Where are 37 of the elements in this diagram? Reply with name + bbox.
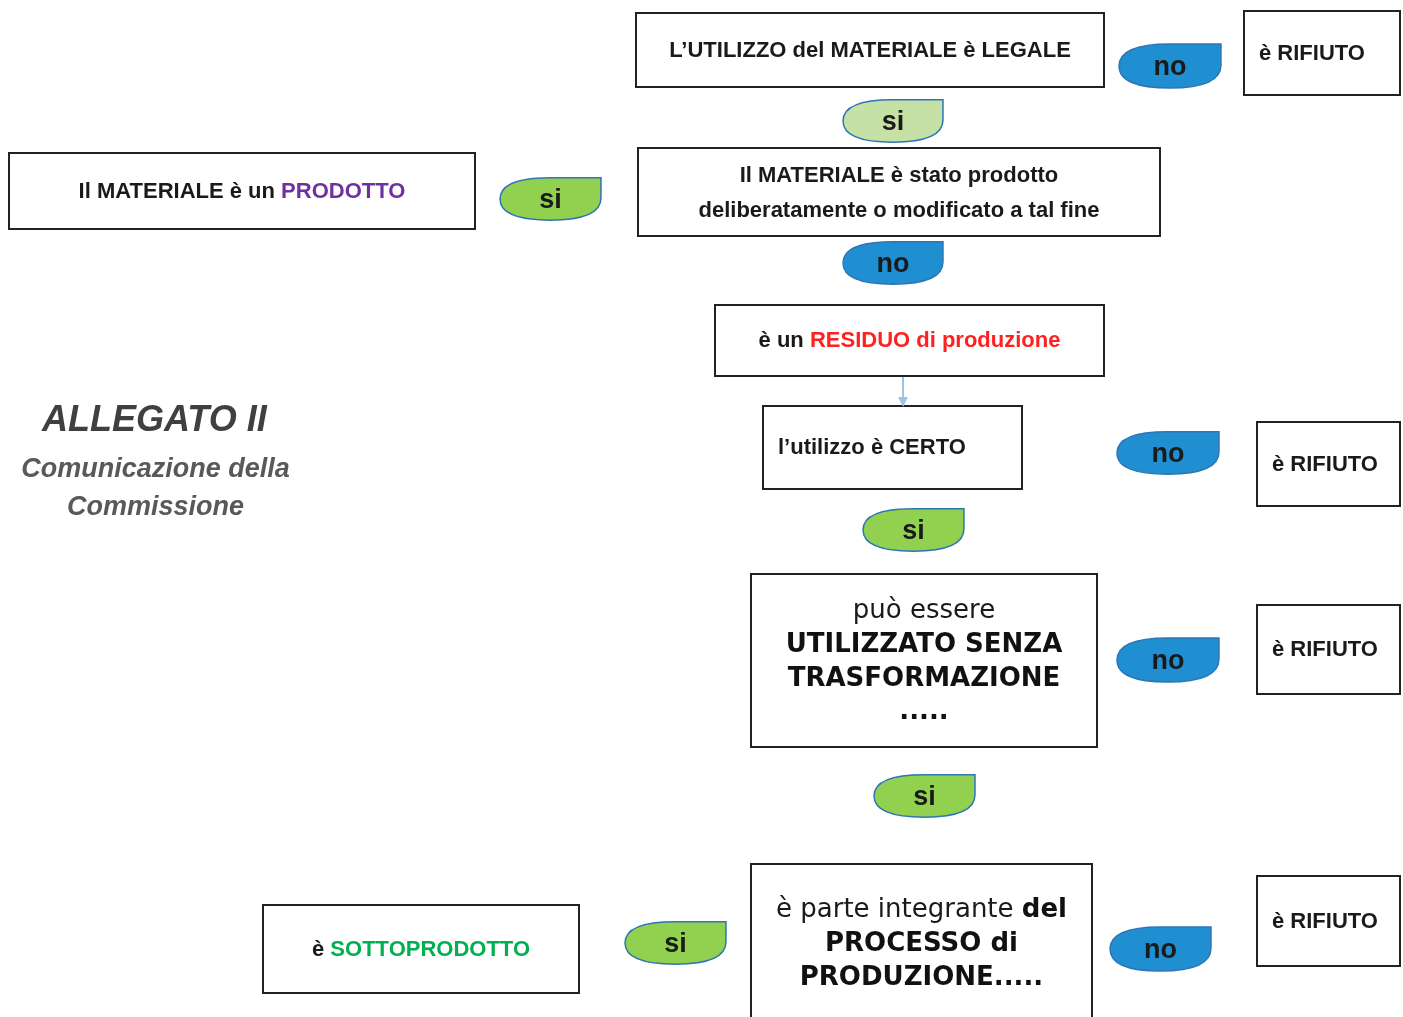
answer-leaf: si: [624, 920, 727, 966]
box-text: è parte integrante del PROCESSO di PRODUZIONE.....: [775, 892, 1068, 993]
decision-box: [1256, 421, 1401, 507]
decision-box: [714, 304, 1105, 377]
box-text: è RIFIUTO: [1272, 906, 1378, 935]
box-text: può essere UTILIZZATO SENZA TRASFORMAZIONE .....: [784, 592, 1064, 728]
answer-leaf: no: [1116, 636, 1220, 684]
box-text: L’UTILIZZO del MATERIALE è LEGALE: [669, 35, 1071, 64]
box-text: è RIFIUTO: [1272, 449, 1378, 478]
decision-box: [262, 904, 580, 994]
box-text: è RIFIUTO: [1259, 38, 1365, 67]
answer-leaf: no: [842, 240, 944, 286]
box-text: è SOTTOPRODOTTO: [312, 934, 530, 963]
answer-leaf: no: [1116, 430, 1220, 476]
box-text: l’utilizzo è CERTO: [778, 433, 966, 462]
title: ALLEGATO II: [42, 398, 267, 440]
decision-box: [762, 405, 1023, 490]
answer-leaf: si: [862, 507, 965, 553]
box-text: è un RESIDUO di produzione: [758, 326, 1061, 355]
answer-leaf: si: [499, 176, 602, 222]
decision-box: [1256, 604, 1401, 695]
decision-box: [637, 147, 1161, 237]
answer-leaf: no: [1109, 925, 1212, 973]
box-text: è RIFIUTO: [1272, 635, 1378, 664]
answer-leaf: si: [842, 98, 944, 144]
subtitle: Comunicazione della Commissione: [20, 452, 291, 523]
box-text: Il MATERIALE è un PRODOTTO: [78, 176, 406, 205]
box-text: Il MATERIALE è stato prodotto deliberatamente o modificato a tal fine: [697, 160, 1101, 224]
decision-box: [8, 152, 476, 230]
decision-box: [635, 12, 1105, 88]
arrow: [898, 376, 908, 407]
decision-box: [1243, 10, 1401, 96]
answer-leaf: si: [873, 773, 976, 819]
decision-box: [750, 863, 1093, 1017]
decision-box: [750, 573, 1098, 748]
answer-leaf: no: [1118, 42, 1222, 90]
decision-box: [1256, 875, 1401, 967]
